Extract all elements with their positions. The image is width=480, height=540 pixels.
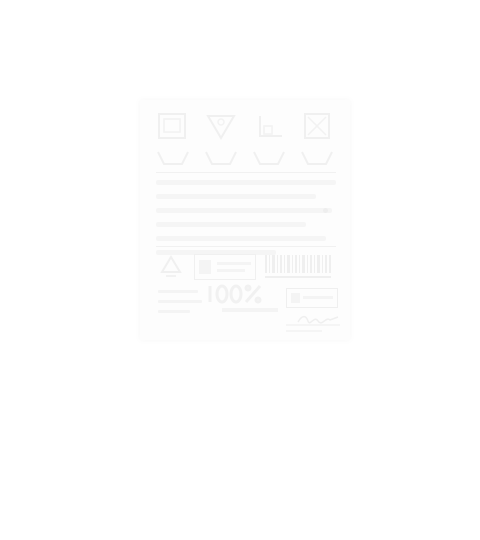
text-block xyxy=(156,180,336,264)
certification-stamp-icon xyxy=(286,288,338,308)
marks-row xyxy=(156,252,338,284)
barcode-icon xyxy=(264,254,336,280)
text-line xyxy=(156,222,306,227)
origin-text-lines xyxy=(158,290,202,320)
origin-row xyxy=(156,284,340,332)
iron-icon xyxy=(250,108,288,168)
care-label-panel xyxy=(140,100,350,340)
text-line xyxy=(156,250,276,255)
bullet-mark xyxy=(323,208,328,213)
percent-mark xyxy=(206,282,266,312)
laundry-wash-icon xyxy=(154,108,192,168)
signature-caption-lines xyxy=(286,324,340,336)
dry-clean-icon xyxy=(298,108,336,168)
percent-caption-line xyxy=(222,308,278,312)
bleach-triangle-icon xyxy=(202,108,240,168)
signature-icon xyxy=(296,312,340,330)
text-line xyxy=(156,180,336,185)
brand-logo-icon xyxy=(194,254,256,280)
recycle-icon xyxy=(156,254,186,287)
text-line xyxy=(156,194,316,199)
care-icon-row xyxy=(154,108,336,168)
divider-middle xyxy=(156,246,336,247)
divider-top xyxy=(156,172,336,173)
text-line xyxy=(156,236,326,241)
text-line xyxy=(156,208,332,213)
